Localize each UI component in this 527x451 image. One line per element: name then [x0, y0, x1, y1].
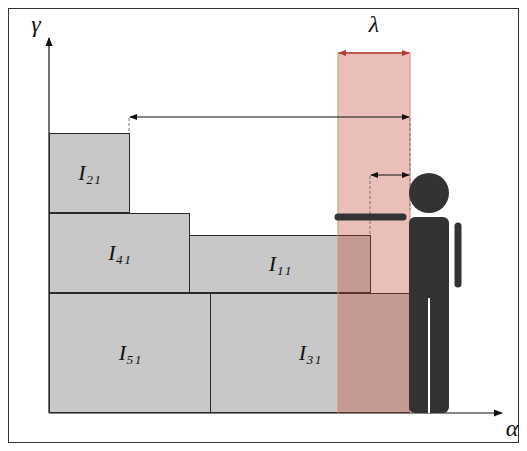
- extension-line: [129, 118, 130, 133]
- extension-line: [410, 118, 411, 210]
- reach-dimension: [130, 116, 409, 117]
- axis-label: α: [506, 415, 519, 441]
- gap-dimension: [371, 174, 409, 175]
- interval-box: I₅₁: [49, 293, 211, 413]
- interval-label: I₂₁: [78, 161, 101, 185]
- interval-label: I₁₁: [269, 252, 292, 276]
- interval-box: I₃₁: [210, 293, 410, 413]
- interval-label: I₃₁: [299, 341, 322, 365]
- interval-label: I₅₁: [119, 341, 142, 365]
- interval-box: I₁₁: [189, 235, 371, 293]
- interval-label: I₄₁: [108, 241, 131, 265]
- frame: [9, 9, 519, 443]
- axis-label: λ: [369, 11, 379, 37]
- axis-label: γ: [31, 11, 40, 37]
- extension-line: [370, 176, 371, 235]
- lambda-dimension: [339, 52, 409, 53]
- interval-box: I₂₁: [49, 133, 130, 213]
- interval-box: I₄₁: [49, 213, 190, 293]
